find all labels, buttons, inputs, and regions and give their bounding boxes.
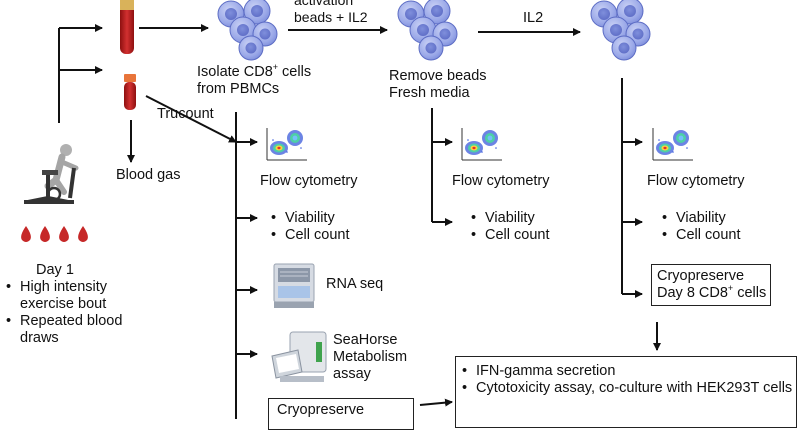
cryopreserve-day8-box: Cryopreserve Day 8 CD8+ cells: [651, 264, 771, 306]
sequencer-icon: [273, 263, 315, 308]
day1-bullets: High intensity exercise bout Repeated bl…: [6, 279, 122, 347]
assay-list: IFN-gamma secretion Cytotoxicity assay, …: [462, 363, 792, 397]
remove-beads-label: Remove beads Fresh media: [389, 68, 487, 101]
isolate-cd8-label: Isolate CD8+ cells from PBMCs: [197, 62, 312, 97]
assay-cytotoxicity: Cytotoxicity assay, co-culture with HEK2…: [462, 380, 792, 397]
cryo-day8-line2: Day 8 CD8+ cells: [657, 283, 767, 301]
activation-label: activation beads + IL2: [294, 0, 368, 25]
workflow-diagram: [21, 0, 694, 419]
blood-tube-icon: [120, 0, 136, 110]
viability-cellcount-3: Viability Cell count: [662, 210, 740, 244]
day1-bullet-1: High intensity exercise bout: [6, 279, 122, 313]
flow-plot-icon: [266, 127, 694, 161]
cryo-day1-label: Cryopreserve: [277, 402, 365, 418]
cell-count-item: Cell count: [271, 227, 349, 244]
viability-cellcount-1: Viability Cell count: [271, 210, 349, 244]
cell-count-item: Cell count: [471, 227, 549, 244]
blood-gas-label: Blood gas: [116, 167, 181, 183]
cell-cluster-icon: [217, 0, 651, 61]
flow-cytometry-label-1: Flow cytometry: [260, 173, 358, 189]
viability-item: Viability: [471, 210, 549, 227]
assays-box: IFN-gamma secretion Cytotoxicity assay, …: [455, 356, 797, 428]
trucount-label: Trucount: [157, 106, 214, 122]
day1-bullet-2: Repeated blood draws: [6, 313, 122, 347]
day1-connector-lines: [58, 24, 581, 163]
flow-cytometry-label-3: Flow cytometry: [647, 173, 745, 189]
cryopreserve-day1-box: Cryopreserve: [268, 398, 414, 430]
process-lines: [235, 78, 661, 419]
exercise-bike-icon: [24, 144, 79, 204]
viability-item: Viability: [662, 210, 740, 227]
flow-cytometry-label-2: Flow cytometry: [452, 173, 550, 189]
viability-item: Viability: [271, 210, 349, 227]
seahorse-label: SeaHorse Metabolism assay: [333, 332, 408, 382]
day1-title: Day 1: [36, 262, 74, 278]
cell-count-item: Cell count: [662, 227, 740, 244]
viability-cellcount-2: Viability Cell count: [471, 210, 549, 244]
rna-seq-label: RNA seq: [326, 276, 384, 292]
cryo-day8-line1: Cryopreserve: [657, 268, 745, 284]
seahorse-analyzer-icon: [271, 331, 327, 382]
il2-label: IL2: [523, 10, 544, 26]
blood-drop-icon: [21, 226, 88, 242]
assay-ifn-gamma: IFN-gamma secretion: [462, 363, 792, 380]
